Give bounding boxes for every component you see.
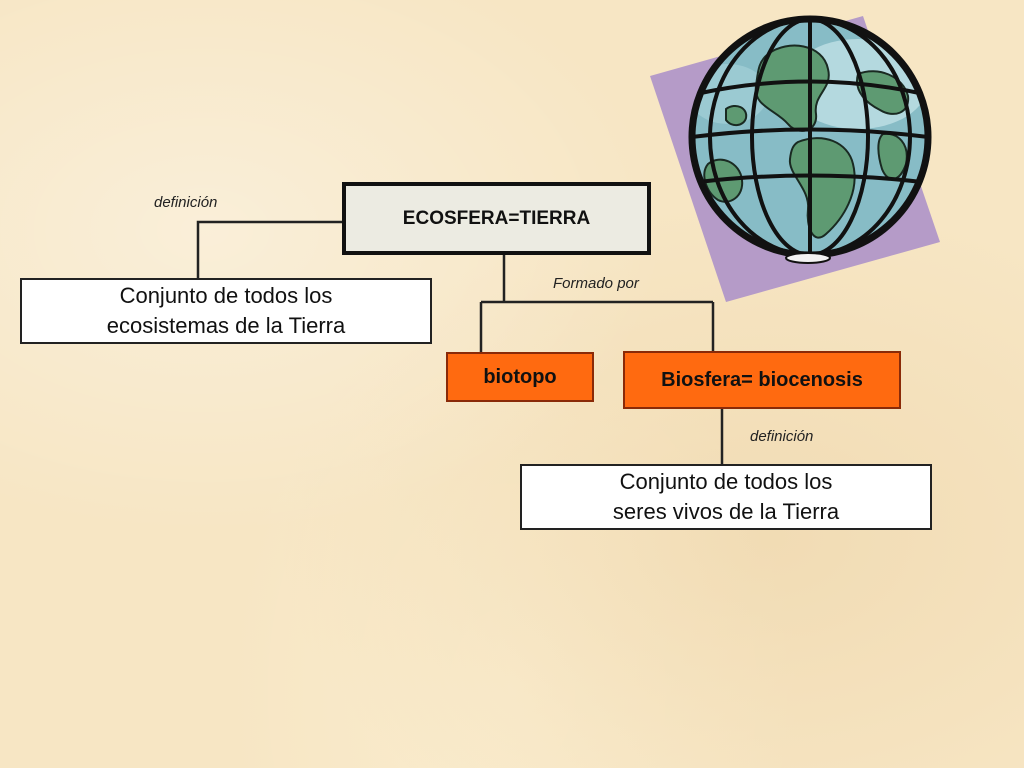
node-biotopo-label: biotopo [483, 365, 557, 388]
root-node-ecosfera: ECOSFERA=TIERRA [342, 182, 651, 255]
node-biosfera-label: Biosfera= biocenosis [661, 368, 863, 391]
node-biosfera: Biosfera= biocenosis [623, 351, 901, 409]
definition-box-ecosfera: Conjunto de todos los ecosistemas de la … [20, 278, 432, 344]
root-node-label: ECOSFERA=TIERRA [402, 207, 591, 229]
definition-ecosfera-line1: Conjunto de todos los [119, 283, 333, 309]
edge-label-definicion-root: definición [154, 194, 218, 211]
definition-box-biosfera: Conjunto de todos los seres vivos de la … [520, 464, 932, 530]
edge-label-formado-por: Formado por [553, 275, 639, 292]
definition-biosfera-line1: Conjunto de todos los [619, 469, 833, 495]
root-definition-connector [196, 220, 342, 278]
definition-ecosfera-line2: ecosistemas de la Tierra [106, 313, 346, 338]
definition-biosfera-line2: seres vivos de la Tierra [612, 499, 840, 524]
edge-label-definicion-biosfera: definición [750, 428, 814, 445]
node-biotopo: biotopo [446, 352, 594, 402]
globe-icon [650, 15, 940, 302]
